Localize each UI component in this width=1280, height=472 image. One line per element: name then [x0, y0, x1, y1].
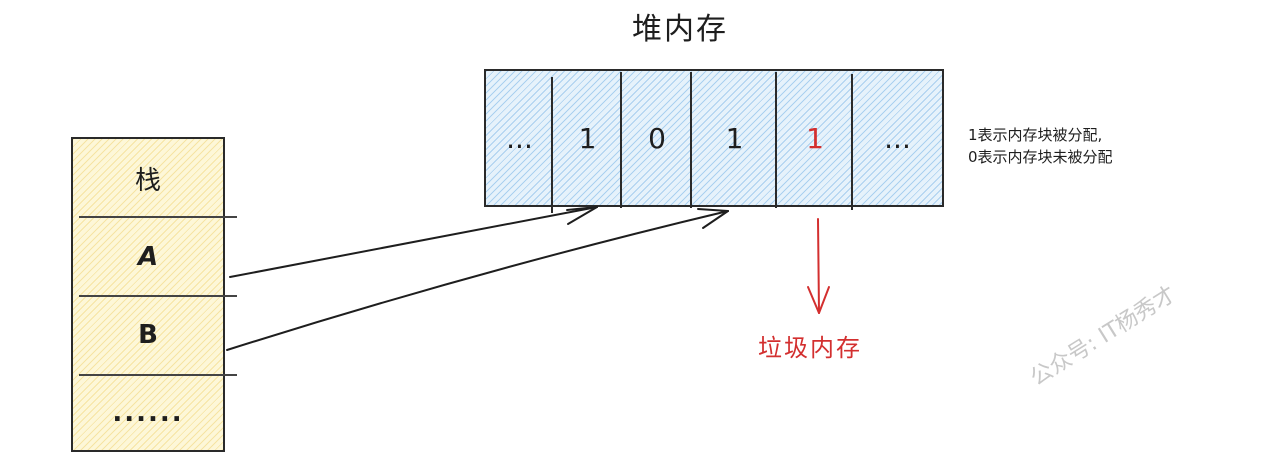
heap-memory-block: ... 1 0 1 1 ... [484, 69, 944, 207]
legend-note-line1: 1表示内存块被分配, [968, 126, 1103, 144]
heap-cell-4-garbage: 1 [806, 121, 824, 155]
pointer-arrow-a [229, 206, 598, 278]
garbage-arrow [807, 218, 830, 314]
stack-var-b: B [138, 320, 158, 350]
stack-block: 栈 A B ...... [71, 137, 225, 452]
legend-note-line2: 0表示内存块未被分配 [968, 148, 1113, 166]
heap-title: 堆内存 [632, 12, 728, 47]
heap-divider [851, 74, 853, 210]
stack-divider [79, 216, 237, 218]
heap-cell-2: 0 [648, 121, 666, 155]
heap-divider [620, 72, 622, 208]
heap-cell-3: 1 [725, 121, 744, 155]
stack-var-a: A [137, 242, 159, 272]
heap-divider [551, 77, 553, 213]
heap-divider [775, 72, 777, 208]
heap-cell-1: 1 [578, 121, 597, 155]
stack-ellipsis: ...... [112, 398, 184, 428]
legend-note: 1表示内存块被分配, 0表示内存块未被分配 [968, 124, 1113, 168]
heap-cell-5: ... [884, 121, 911, 155]
heap-divider [690, 72, 692, 208]
garbage-memory-label: 垃圾内存 [758, 334, 862, 362]
stack-divider [79, 374, 237, 376]
stack-divider [79, 295, 237, 297]
pointer-arrow-b [226, 208, 729, 351]
heap-cell-0: ... [506, 121, 533, 155]
stack-title: 栈 [134, 166, 161, 196]
